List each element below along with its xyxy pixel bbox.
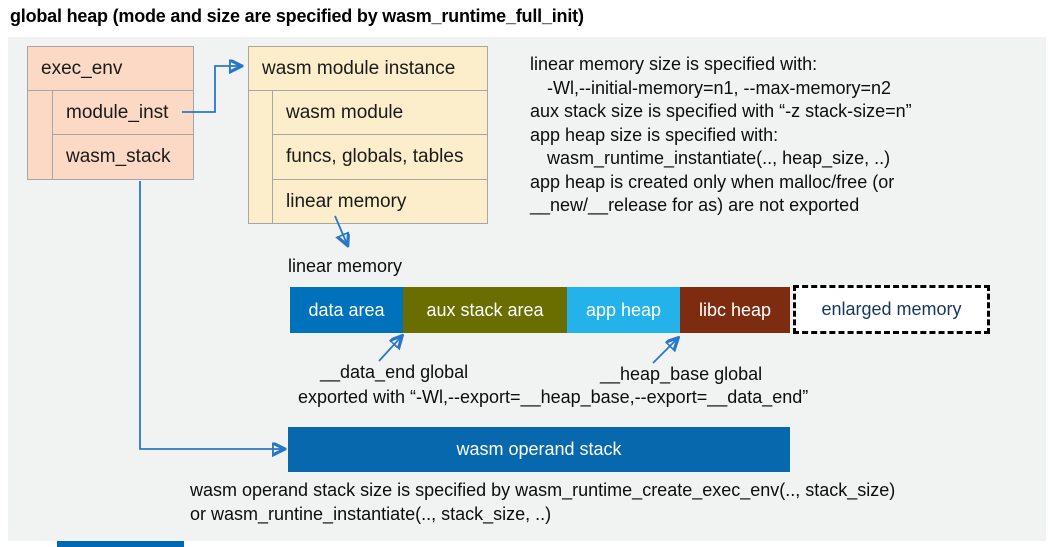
linear-memory-row-box: linear memory (272, 179, 488, 224)
page-title: global heap (mode and size are specified… (10, 6, 584, 26)
funcs-globals-tables-label: funcs, globals, tables (286, 146, 464, 167)
wasm-stack-label: wasm_stack (66, 146, 171, 167)
exec-env-label: exec_env (28, 47, 193, 91)
linear-memory-bar-label: linear memory (288, 256, 403, 276)
segment-libc-heap: libc heap (680, 287, 790, 333)
operand-stack-notes-text: wasm operand stack size is specified by … (190, 478, 895, 526)
footer-accent-bar (57, 541, 184, 547)
module-inst-box: module_inst (52, 90, 194, 135)
segment-aux-stack-area-label: aux stack area (426, 299, 544, 320)
wasm-operand-stack-label: wasm operand stack (456, 439, 622, 459)
note-line: app heap is created only when malloc/fre… (530, 171, 895, 192)
module-inst-label: module_inst (66, 101, 169, 123)
wasm-module-box: wasm module (272, 90, 488, 135)
wasm-stack-box: wasm_stack (52, 134, 194, 180)
segment-app-heap-label: app heap (585, 299, 662, 320)
segment-data-area-label: data area (308, 299, 385, 320)
note-line: wasm operand stack size is specified by … (190, 480, 896, 500)
note-line: linear memory size is specified with: (530, 54, 818, 74)
note-line: __new/__release for as) are not exported (530, 195, 860, 215)
wasm-module-instance-label: wasm module instance (249, 47, 487, 91)
segment-app-heap: app heap (567, 287, 680, 333)
segment-data-area: data area (290, 287, 403, 333)
wasm-module-label: wasm module (286, 101, 404, 123)
segment-enlarged-memory: enlarged memory (793, 285, 990, 334)
heap-base-global-label: __heap_base global (600, 364, 763, 384)
wasm-operand-stack-bar: wasm operand stack (288, 427, 790, 472)
note-line: or wasm_runtine_instantiate(.., stack_si… (190, 504, 552, 524)
data-end-global-label: __data_end global (320, 362, 469, 382)
funcs-globals-tables-box: funcs, globals, tables (272, 134, 488, 180)
linker-notes-text: linear memory size is specified with: -W… (530, 53, 1040, 218)
note-line: app heap size is specified with: (530, 124, 779, 145)
segment-libc-heap-label: libc heap (698, 299, 772, 320)
linear-memory-row-label: linear memory (286, 190, 407, 212)
note-line: -Wl,--initial-memory=n1, --max-memory=n2 (547, 77, 892, 98)
segment-enlarged-memory-label: enlarged memory (821, 299, 962, 319)
note-line: aux stack size is specified with “-z sta… (530, 101, 912, 121)
exported-with-label: exported with “-Wl,--export=__heap_base,… (298, 387, 809, 407)
segment-aux-stack-area: aux stack area (403, 287, 567, 333)
note-line: wasm_runtime_instantiate(.., heap_size, … (547, 148, 891, 168)
